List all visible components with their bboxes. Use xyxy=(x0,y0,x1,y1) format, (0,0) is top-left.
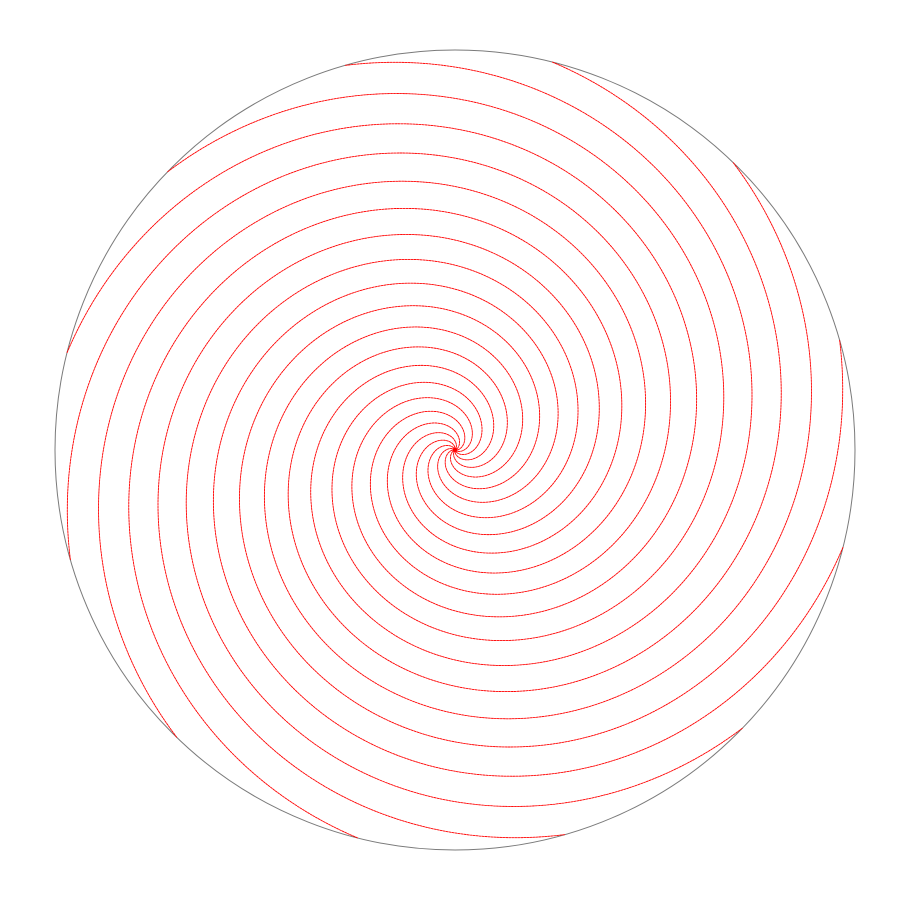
spiral-arm-12 xyxy=(98,180,647,738)
spiral-arm-8 xyxy=(212,282,844,777)
spiral-arm-10 xyxy=(157,234,600,839)
spiral-arm-9 xyxy=(185,258,743,807)
spiral-arm-5 xyxy=(287,61,782,693)
spiral-arm-7 xyxy=(239,305,844,748)
spiral-arm-3 xyxy=(167,93,725,642)
spiral-arms-group xyxy=(66,61,844,839)
spiral-center xyxy=(452,447,458,453)
spiral-arm-1 xyxy=(66,152,671,595)
boundary-circle xyxy=(54,49,856,851)
spiral-arm-11 xyxy=(128,207,623,839)
spiral-arm-2 xyxy=(66,123,698,618)
spiral-arm-4 xyxy=(310,61,753,666)
spiral-arm-6 xyxy=(263,162,812,720)
